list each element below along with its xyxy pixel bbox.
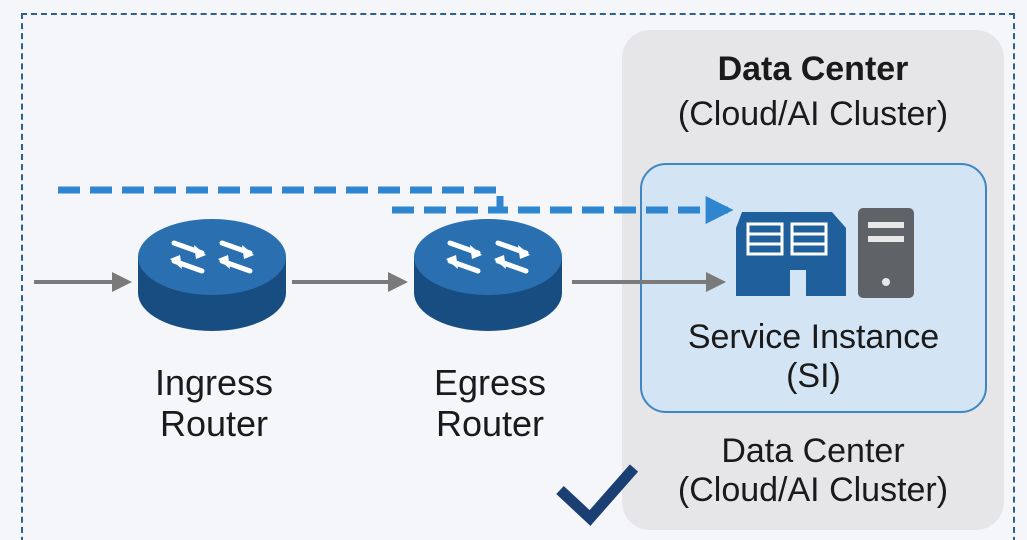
data-center-subtitle: (Cloud/AI Cluster) xyxy=(677,95,949,134)
checkmark-icon xyxy=(556,464,639,526)
router-icon xyxy=(414,219,562,331)
router-icon xyxy=(138,219,286,331)
dashed-frame xyxy=(21,13,1015,540)
server-tower-icon xyxy=(858,208,914,298)
service-instance-line2: (SI) xyxy=(786,357,841,396)
server-rack-icon xyxy=(736,212,846,296)
service-instance-line1: Service Instance xyxy=(687,318,940,356)
data-center-bottom-line2: (Cloud/AI Cluster) xyxy=(677,471,949,510)
ingress-router-label: Ingress Router xyxy=(104,362,324,445)
data-center-title-text: Data Center xyxy=(717,50,909,88)
egress-router-line2: Router xyxy=(435,403,545,445)
dashed-path xyxy=(58,186,734,224)
data-center-bottom-label: Data Center (Cloud/AI Cluster) xyxy=(622,432,1004,510)
ingress-router-line2: Router xyxy=(159,403,269,445)
data-center-bottom-line1: Data Center xyxy=(721,432,905,470)
data-center-title: Data Center (Cloud/AI Cluster) xyxy=(622,50,1004,134)
egress-router-label: Egress Router xyxy=(380,362,600,445)
ingress-router-line1: Ingress xyxy=(154,362,274,403)
egress-router-line1: Egress xyxy=(433,362,547,403)
service-instance-label: Service Instance (SI) xyxy=(640,318,987,396)
